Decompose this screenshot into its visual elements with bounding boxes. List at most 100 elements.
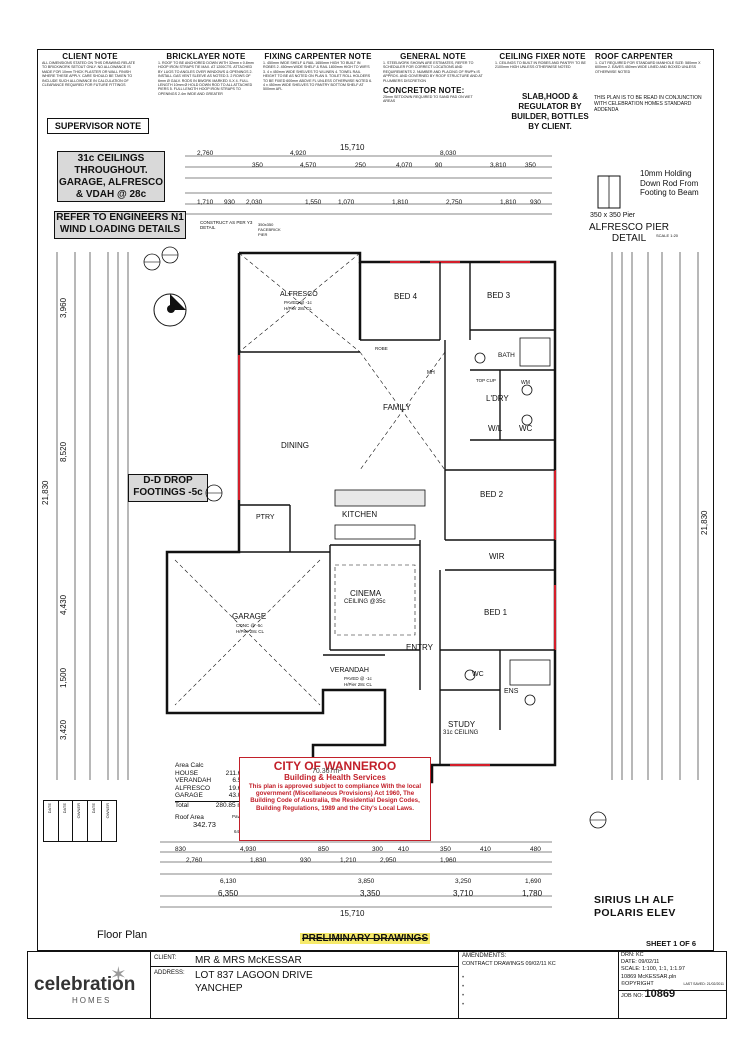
top-overall-dim: 15,710 <box>340 143 365 152</box>
roof-note-title: ROOF CARPENTER <box>595 52 673 61</box>
bottom-dim-a1: 6,350 <box>218 889 239 898</box>
bottom-dim-b4: 1,690 <box>525 878 542 885</box>
bottom-dim-a2: 3,350 <box>360 889 381 898</box>
ceiling-note-body: 1. CEILINGS TO BUILT IN ROBES AND PANTRY… <box>495 61 586 70</box>
supervisor-note: SUPERVISOR NOTE <box>47 118 149 134</box>
bottom-dim-b2: 3,850 <box>358 878 375 885</box>
top-dim-c8: 1,810 <box>500 199 517 206</box>
bottom-dim-c3: 850 <box>318 846 329 853</box>
right-overall-dim: 21,830 <box>700 510 709 535</box>
owner-col-label: DATE <box>90 803 96 814</box>
top-dim-b4: 4,070 <box>396 162 413 169</box>
top-dim-a1: 2,760 <box>197 150 214 157</box>
fixing-carpenter-note: FIXING CARPENTER NOTE 1. 450mm WIDE SHEL… <box>263 52 373 92</box>
room-bed2: BED 2 <box>480 490 504 499</box>
ceilings-callout: 31c CEILINGS THROUGHOUT. GARAGE, ALFRESC… <box>57 151 165 202</box>
amend-label: AMENDMENTS: <box>462 953 507 959</box>
top-dim-b3: 250 <box>355 162 366 169</box>
bottom-dim-c2: 4,930 <box>240 846 257 853</box>
top-dim-b7: 350 <box>525 162 536 169</box>
general-note-body: 1. STEELWORK SHOWN ARE ESTIMATES, REFER … <box>383 61 483 83</box>
roof-area-label: Roof Area <box>175 813 204 821</box>
floor-plan-label: Floor Plan <box>97 929 148 941</box>
top-dim-c6: 1,810 <box>392 199 409 206</box>
bottom-dim-c1: 830 <box>175 846 186 853</box>
logo-sub: HOMES <box>72 996 112 1005</box>
preliminary-label: PRELIMINARY DRAWINGS <box>300 933 431 944</box>
general-note-title: GENERAL NOTE <box>400 52 466 61</box>
sheet-number: SHEET 1 OF 6 <box>646 939 697 948</box>
left-dim-3: 4,430 <box>59 594 68 615</box>
top-dim-b6: 3,810 <box>490 162 507 169</box>
stamp-area-overlay: 70.367m² <box>312 768 342 775</box>
bottom-dim-c7: 410 <box>480 846 491 853</box>
room-robe: ROBE <box>375 346 388 351</box>
top-dim-a3: 8,030 <box>440 150 457 157</box>
area-row: VERANDAH6.57 <box>175 777 245 785</box>
bottom-dim-c4: 300 <box>372 846 383 853</box>
elevation-line-2: POLARIS ELEV <box>594 907 676 919</box>
company-logo: ✶ celebration HOMES <box>28 952 151 1018</box>
room-alfresco: ALFRESCO <box>280 291 318 298</box>
elevation-label: SIRIUS LH ALF POLARIS ELEV <box>594 894 676 920</box>
amendments-block: AMENDMENTS: CONTRACT DRAWINGS 09/02/11 K… <box>458 952 619 1018</box>
bottom-overall-dim: 15,710 <box>340 909 365 918</box>
room-kitchen: KITCHEN <box>342 510 378 519</box>
engineers-callout: REFER TO ENGINEERS N1 WIND LOADING DETAI… <box>54 211 186 239</box>
roof-carpenter-note: ROOF CARPENTER 1. CUT REQUIRED FOR STAND… <box>595 52 707 74</box>
top-dim-c4: 1,550 <box>305 199 322 206</box>
stamp-body: This plan is approved subject to complia… <box>248 783 422 812</box>
last-saved: LAST SAVED: 21/02/2011 <box>683 981 724 986</box>
job-info-block: DRN: KC DATE: 09/02/11 SCALE: 1:100, 1:1… <box>618 952 726 1018</box>
section-tag-icon <box>205 484 223 502</box>
drn: DRN: KC <box>621 952 644 958</box>
bricklayer-note-body: 1. ROOF TO BE ANCHORED DOWN WITH 32mm x … <box>158 61 254 96</box>
area-calc-title: Area Calc <box>175 762 204 769</box>
owner-col-label: DATE <box>61 803 67 814</box>
bottom-dim-d5: 2,950 <box>380 857 397 864</box>
bottom-dim-c5: 410 <box>398 846 409 853</box>
left-dim-2: 8,520 <box>59 441 68 462</box>
room-ens: ENS <box>504 688 519 695</box>
sheet-border <box>37 49 714 951</box>
concretor-note-title: CONCRETOR NOTE: <box>383 86 465 96</box>
top-dim-b5: 90 <box>435 162 443 169</box>
room-study-sub: 31c CEILING <box>443 730 479 736</box>
bricklayer-note: BRICKLAYER NOTE 1. ROOF TO BE ANCHORED D… <box>158 52 254 96</box>
room-verandah-sub: PAVED @ -1c H/Pier 28c CL <box>344 676 373 687</box>
room-entry: ENTRY <box>406 643 433 652</box>
room-cinema: CINEMA <box>350 589 382 598</box>
client-note-body: ALL DIMENSIONS STATED ON THIS DRAWING RE… <box>42 61 136 88</box>
fixing-note-body: 1. 450mm WIDE SHELF & RAIL 1650mm HIGH T… <box>263 61 373 92</box>
bottom-dim-d1: 2,760 <box>186 857 203 864</box>
room-family: FAMILY <box>383 403 411 412</box>
top-dim-b1: 350 <box>252 162 263 169</box>
pier-detail: 10mm Holding Down Rod From Footing to Be… <box>589 169 706 244</box>
ceiling-fixer-note: CEILING FIXER NOTE 1. CEILINGS TO BUILT … <box>495 52 590 70</box>
room-wil: W/L <box>488 424 503 433</box>
top-dim-c5: 1,070 <box>338 199 355 206</box>
room-verandah: VERANDAH <box>330 667 369 674</box>
roof-note-body: 1. CUT REQUIRED FOR STANDARD MANHOLE SIZ… <box>595 61 701 74</box>
job-number: 10869 <box>644 988 676 1001</box>
section-tag-icon <box>589 811 607 829</box>
client-block: CLIENT: MR & MRS McKESSAR ADDRESS: LOT 8… <box>150 952 459 1018</box>
pier-detail-text: 10mm Holding Down Rod From Footing to Be… <box>640 169 699 197</box>
client-name: MR & MRS McKESSAR <box>195 955 302 966</box>
client-note-title: CLIENT NOTE <box>62 52 118 61</box>
amend-entry: CONTRACT DRAWINGS 09/02/11 KC <box>462 961 556 967</box>
room-wc2: WC <box>472 671 484 678</box>
job-label: JOB NO: <box>621 993 644 1000</box>
bottom-dim-b1: 6,130 <box>220 878 237 885</box>
roof-area-value: 342.73 <box>193 820 216 830</box>
room-topcup: TOP CUP <box>476 378 496 383</box>
room-wc: WC <box>519 424 533 433</box>
address-line-2: YANCHEP <box>195 983 243 994</box>
top-dim-c9: 930 <box>530 199 541 206</box>
bottom-dim-d2: 1,830 <box>250 857 267 864</box>
section-tag-icon <box>143 253 161 271</box>
address-line-1: LOT 837 LAGOON DRIVE <box>195 970 313 981</box>
facebrick-note: 350x350 FACEBRICK PIER <box>258 222 281 237</box>
